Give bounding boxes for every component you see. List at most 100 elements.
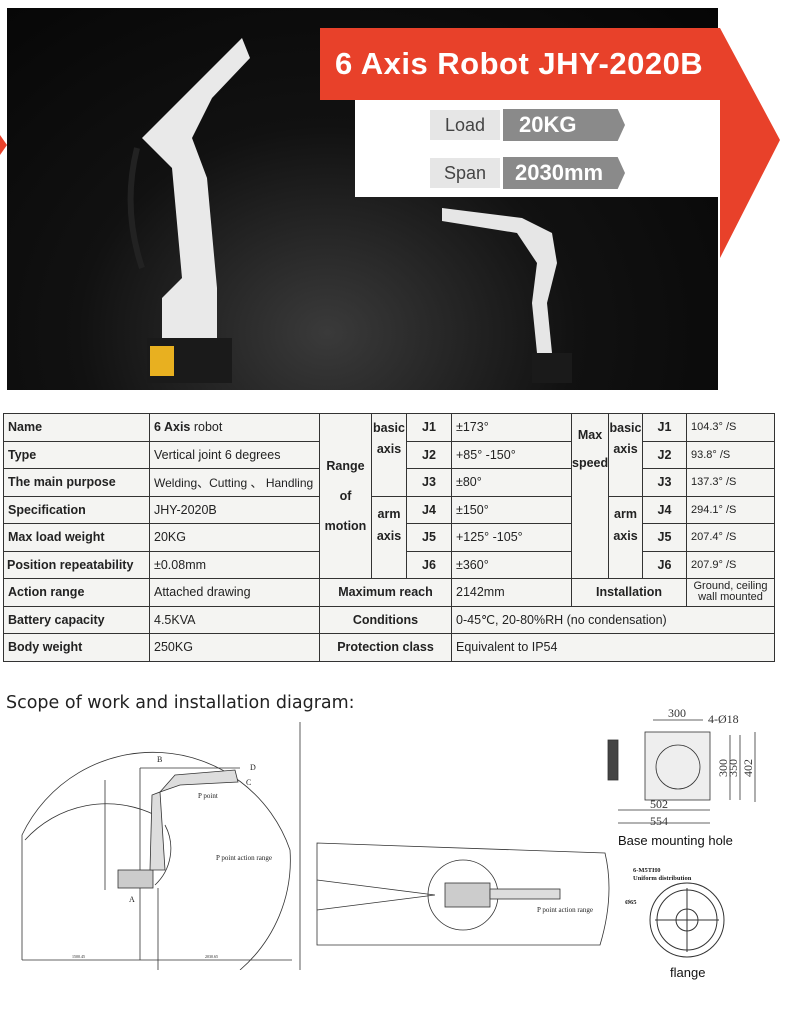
flange-distribution: Uniform distribution (633, 875, 692, 882)
row-value: JHY-2020B (149, 495, 320, 524)
joint-speed: 207.4° /S (686, 523, 775, 552)
joint-label: J3 (642, 468, 687, 497)
flange-diameter: Ø65 (625, 899, 637, 906)
row-label: Position repeatability (3, 550, 150, 579)
joint-label: J1 (406, 413, 452, 442)
load-label: Load (430, 110, 500, 140)
joint-range: ±150° (451, 495, 572, 524)
joint-label: J2 (642, 440, 687, 469)
title-banner (320, 28, 780, 268)
robot-small-image (442, 208, 572, 383)
table-row: Type Vertical joint 6 degrees J2 +85° -1… (3, 440, 775, 469)
joint-label: J6 (642, 550, 687, 579)
label-a: A (129, 895, 135, 904)
table-row: Max load weight 20KG J5 +125° -105° J5 2… (3, 523, 775, 552)
load-value: 20KG (503, 109, 625, 141)
label-d: D (250, 763, 256, 772)
spec-summary: Load 20KG Span 2030mm (355, 100, 720, 197)
flange-caption: flange (670, 965, 706, 980)
dim-left: 1500.45 (72, 954, 85, 959)
base-caption: Base mounting hole (618, 833, 733, 848)
label-c: C (246, 778, 251, 787)
row-label: Type (3, 440, 150, 469)
conditions-label: Conditions (319, 605, 452, 634)
joint-speed: 104.3° /S (686, 413, 775, 442)
joint-range: ±173° (451, 413, 572, 442)
row-label: Body weight (3, 633, 150, 662)
joint-label: J3 (406, 468, 452, 497)
joint-label: J2 (406, 440, 452, 469)
side-view-diagram: P point P point action range A B C D 150… (21, 722, 301, 970)
joint-speed: 207.9° /S (686, 550, 775, 579)
row-value: Attached drawing (149, 578, 320, 607)
robot-large-image (127, 38, 250, 383)
max-reach-value: 2142mm (451, 578, 572, 607)
table-row: The main purpose Welding、Cutting 、 Handl… (3, 468, 775, 497)
protection-label: Protection class (319, 633, 452, 662)
joint-speed: 93.8° /S (686, 440, 775, 469)
span-value: 2030mm (503, 157, 625, 189)
dim-300: 300 (668, 706, 686, 720)
row-value: 4.5KVA (149, 605, 320, 634)
label-b: B (157, 755, 162, 764)
row-label: The main purpose (3, 468, 150, 497)
row-value: Welding、Cutting 、 Handling (149, 468, 320, 497)
row-value: 6 Axis robot (149, 413, 320, 442)
row-label: Name (3, 413, 150, 442)
span-label: Span (430, 158, 500, 188)
dim-554: 554 (650, 814, 668, 828)
table-row: Position repeatability ±0.08mm J6 ±360° … (3, 550, 775, 579)
row-value: 20KG (149, 523, 320, 552)
joint-range: ±360° (451, 550, 572, 579)
dim-holes: 4-Ø18 (708, 712, 739, 726)
dim-300-vertical: 300 (716, 759, 730, 777)
row-value: 250KG (149, 633, 320, 662)
joint-label: J5 (642, 523, 687, 552)
row-label: Action range (3, 578, 150, 607)
dim-502: 502 (650, 797, 668, 811)
base-mounting-diagram: 300 4-Ø18 502 554 300 350 402 (607, 706, 756, 828)
table-row: Action range Attached drawing Maximum re… (3, 578, 775, 607)
joint-label: J4 (642, 495, 687, 524)
installation-label: Installation (571, 578, 687, 607)
joint-range: +125° -105° (451, 523, 572, 552)
flange-bolts: 6-M5TH0 (633, 867, 660, 874)
joint-range: ±80° (451, 468, 572, 497)
row-value: Vertical joint 6 degrees (149, 440, 320, 469)
joint-label: J6 (406, 550, 452, 579)
joint-speed: 294.1° /S (686, 495, 775, 524)
row-label: Max load weight (3, 523, 150, 552)
dim-402: 402 (741, 759, 755, 777)
joint-speed: 137.3° /S (686, 468, 775, 497)
protection-value: Equivalent to IP54 (451, 633, 775, 662)
p-point-label: P point (198, 792, 218, 800)
product-title: 6 Axis Robot JHY-2020B (335, 46, 704, 81)
joint-label: J5 (406, 523, 452, 552)
flange-diagram: 6-M5TH0 Uniform distribution Ø65 (625, 867, 725, 958)
conditions-value: 0-45℃, 20-80%RH (no condensation) (451, 605, 775, 634)
row-value: ±0.08mm (149, 550, 320, 579)
joint-label: J1 (642, 413, 687, 442)
top-p-range-label: P point action range (537, 906, 593, 914)
row-label: Specification (3, 495, 150, 524)
diagram-heading: Scope of work and installation diagram: (6, 693, 355, 713)
red-arrow-left (0, 135, 7, 155)
top-view-diagram: P point action range (316, 842, 610, 946)
table-row: Body weight 250KG Protection class Equiv… (3, 633, 775, 662)
max-reach-label: Maximum reach (319, 578, 452, 607)
p-range-label: P point action range (216, 854, 272, 862)
table-row: Battery capacity 4.5KVA Conditions 0-45℃… (3, 605, 775, 634)
dim-right: 2030.65 (205, 954, 218, 959)
dim-350: 350 (726, 759, 740, 777)
joint-range: +85° -150° (451, 440, 572, 469)
joint-label: J4 (406, 495, 452, 524)
